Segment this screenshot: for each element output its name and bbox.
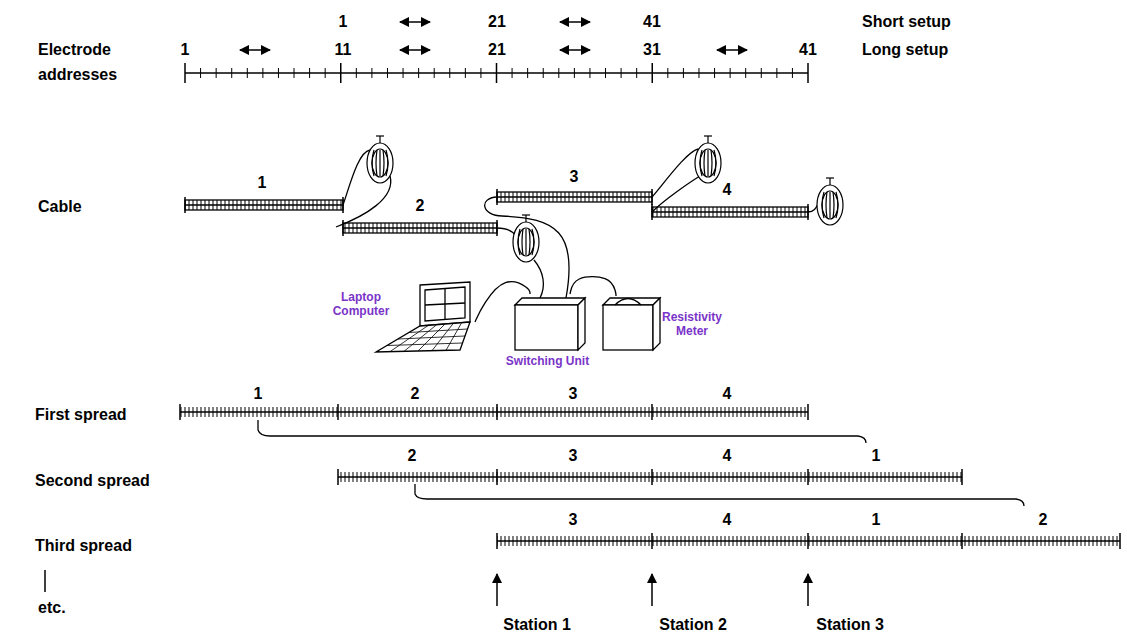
electrode-number: 31 xyxy=(643,40,661,59)
cable-number: 2 xyxy=(416,196,425,215)
electrode-number: 1 xyxy=(339,12,348,31)
cable-connector xyxy=(475,282,530,322)
cable-number: 2 xyxy=(1039,510,1048,529)
cable-reels xyxy=(367,136,843,262)
station-label: Station 3 xyxy=(816,615,884,634)
electrode-number: 41 xyxy=(643,12,661,31)
laptop-computer: Laptop Computer xyxy=(328,282,475,354)
row-label: Cable xyxy=(38,197,82,216)
electrode-number: 11 xyxy=(335,40,352,59)
electrode-number: 1 xyxy=(181,40,190,59)
row-label: etc. xyxy=(38,598,66,617)
cable-number: 3 xyxy=(569,510,578,529)
cable-wires xyxy=(185,149,1024,506)
resistivity-meter: Resistivity Meter xyxy=(598,296,728,354)
station-arrows xyxy=(45,570,808,606)
cable-number: 3 xyxy=(570,167,579,186)
electrode-number: 21 xyxy=(488,40,506,59)
cable-number: 1 xyxy=(872,446,881,465)
cable-number: 3 xyxy=(569,446,578,465)
cable-connector xyxy=(570,277,616,296)
row-label: Third spread xyxy=(35,536,132,555)
node-label: Resistivity Meter xyxy=(656,310,728,339)
cable-number: 2 xyxy=(408,446,417,465)
station-label: Station 1 xyxy=(503,615,571,634)
cable-number: 4 xyxy=(723,446,732,465)
electrode-number: 41 xyxy=(799,40,817,59)
setup-label: Long setup xyxy=(862,40,948,59)
electrode-axis xyxy=(185,63,808,83)
row-label: Second spread xyxy=(35,471,150,490)
cable-number: 4 xyxy=(723,384,732,403)
row-label: Electrode addresses xyxy=(38,37,158,87)
cable-number: 1 xyxy=(258,173,267,192)
node-label: Laptop Computer xyxy=(328,290,394,319)
cable-number: 4 xyxy=(723,510,732,529)
cable-number: 4 xyxy=(723,180,732,199)
cable-number: 1 xyxy=(254,384,263,403)
node-label: Switching Unit xyxy=(495,354,600,368)
laptop-symbol xyxy=(376,282,470,352)
setup-label: Short setup xyxy=(862,12,951,31)
row-label: First spread xyxy=(35,405,127,424)
electrode-spreads xyxy=(180,404,1120,549)
instrument-boxes xyxy=(515,298,660,350)
cable-number: 3 xyxy=(569,384,578,403)
station-label: Station 2 xyxy=(659,615,727,634)
electrode-number: 21 xyxy=(488,12,506,31)
cable-number: 1 xyxy=(872,510,881,529)
cable-number: 2 xyxy=(411,384,420,403)
switching-unit: Switching Unit xyxy=(495,294,600,372)
